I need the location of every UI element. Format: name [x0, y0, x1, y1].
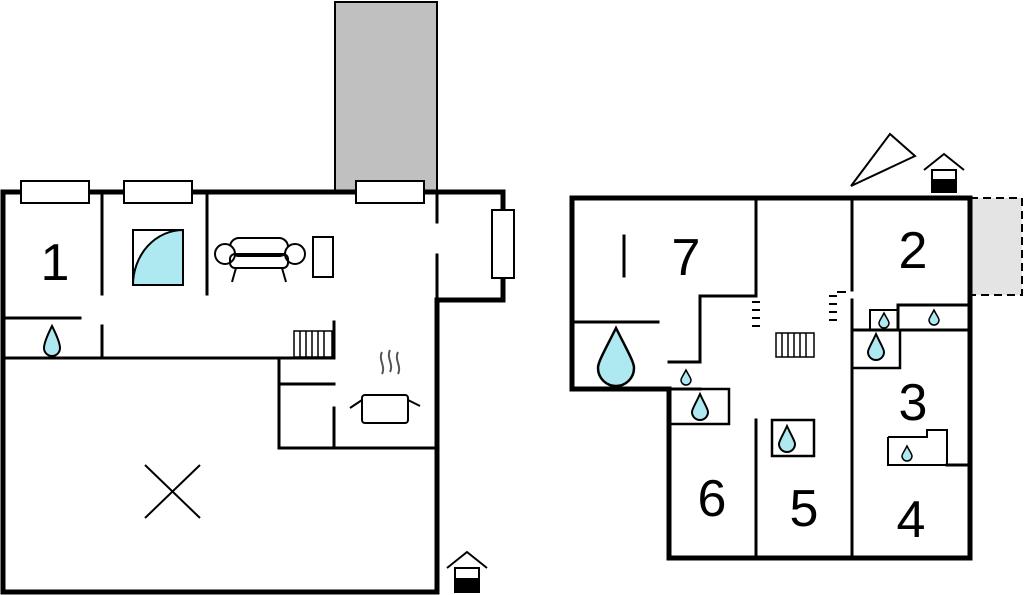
- water-drop-icon: [878, 311, 890, 329]
- shower-icon: [131, 228, 184, 286]
- outer-wall: [0, 189, 506, 595]
- entrance-icon: [923, 152, 965, 193]
- water-drop-icon: [866, 331, 886, 361]
- room-label: 5: [790, 480, 819, 538]
- room-label: 3: [899, 374, 928, 432]
- room-label: 7: [672, 229, 701, 287]
- water-drop-icon: [777, 423, 797, 453]
- terrace: [969, 197, 1023, 296]
- water-drop-icon: [901, 444, 913, 462]
- water-drop-icon: [42, 323, 62, 357]
- right-floor: 7 2 3 4 5 6: [569, 132, 1023, 561]
- stairs-icon: [775, 332, 815, 358]
- window: [491, 209, 515, 279]
- open-space-cross-icon: [144, 464, 201, 519]
- bathroom: [887, 429, 948, 466]
- stairs-edge: [752, 291, 846, 327]
- chimney: [334, 1, 438, 193]
- bathroom: [667, 387, 731, 426]
- water-drop-icon: [690, 391, 710, 421]
- window: [20, 180, 90, 204]
- room-label: 6: [698, 470, 727, 528]
- outer-wall: [569, 195, 973, 561]
- window: [123, 180, 193, 204]
- water-drop-icon: [596, 325, 636, 388]
- room-label: 1: [41, 234, 70, 292]
- entrance-icon: [446, 550, 488, 593]
- stairs-icon: [293, 330, 333, 358]
- room-label: 4: [897, 491, 926, 549]
- cabinet: [312, 236, 334, 278]
- bathroom: [770, 418, 816, 458]
- bathroom: [869, 309, 899, 331]
- north-arrow-icon: [850, 132, 917, 187]
- window: [355, 180, 425, 204]
- room-label: 2: [899, 222, 928, 280]
- sofa-icon: [214, 237, 306, 283]
- water-drop-icon: [928, 308, 940, 326]
- left-floor: 1: [0, 1, 515, 595]
- cooking-pot-icon: [349, 349, 421, 424]
- water-drop-icon: [680, 368, 692, 386]
